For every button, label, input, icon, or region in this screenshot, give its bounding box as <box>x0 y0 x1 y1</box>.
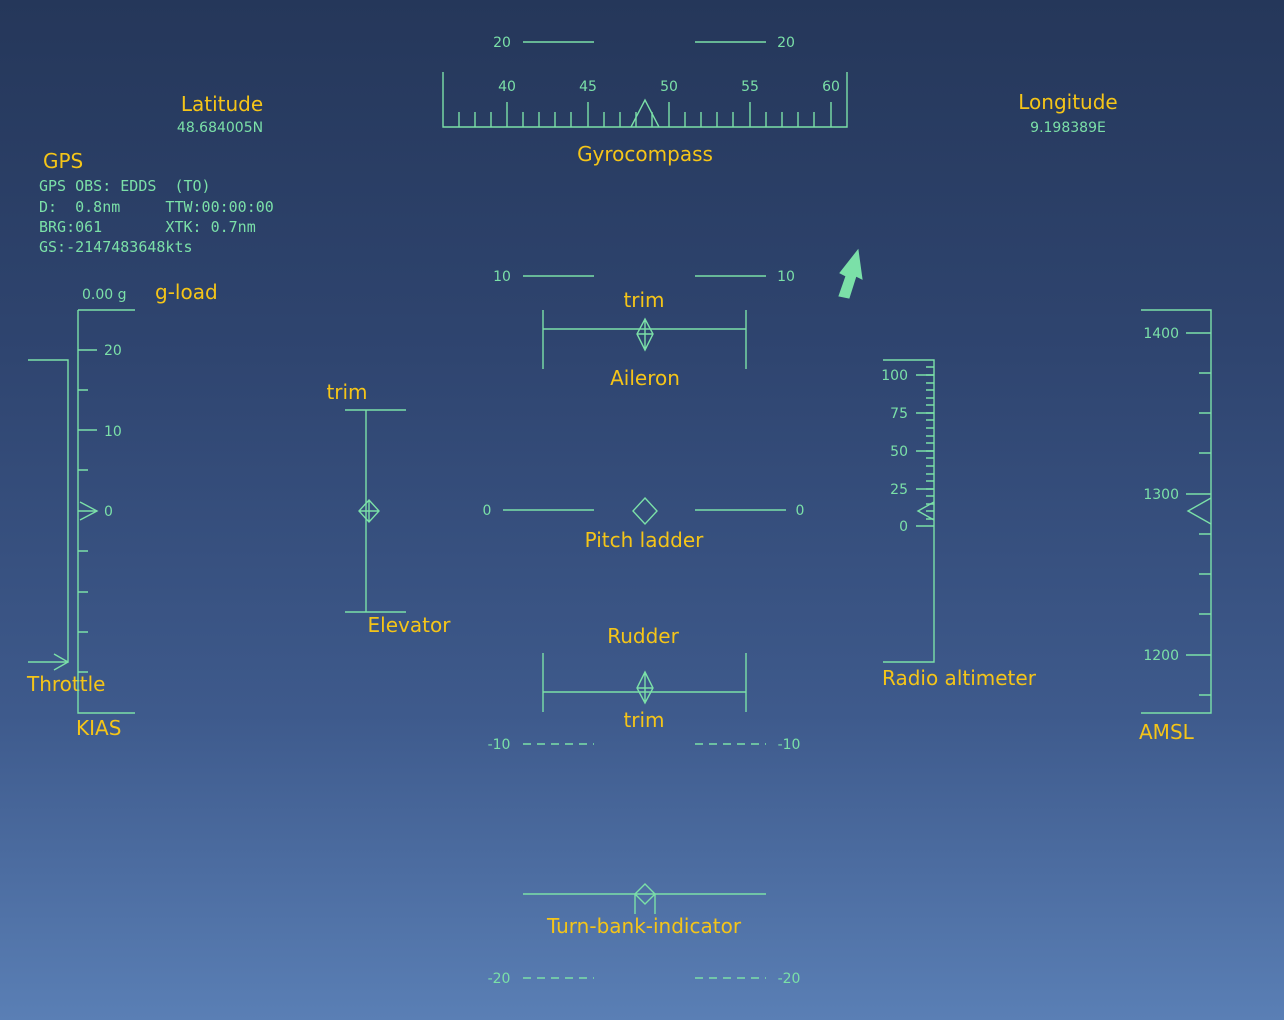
pitch-ladder: 20 20 10 10 0 0 Pitch ladder -10 -10 -20… <box>483 35 805 987</box>
rudder-indicator: Rudder trim <box>542 624 747 732</box>
pitch-label: 20 <box>777 35 795 51</box>
amsl-label: AMSL <box>1139 720 1195 744</box>
gps-label: GPS <box>43 149 83 173</box>
pitch-label: 0 <box>483 503 492 519</box>
compass-tick-label: 50 <box>660 79 678 95</box>
speed-tick-label: 0 <box>104 504 113 520</box>
radio-alt-pointer <box>916 501 935 521</box>
aileron-label: Aileron <box>610 366 680 390</box>
pitch-label: 10 <box>777 269 795 285</box>
compass-tick-label: 45 <box>579 79 597 95</box>
compass-minor-ticks <box>458 102 832 127</box>
pitch-label: -10 <box>488 737 511 753</box>
aileron-trim-label: trim <box>623 288 664 312</box>
rudder-trim-marker <box>636 670 654 705</box>
speed-tick-label: 10 <box>104 424 122 440</box>
elevator-label: Elevator <box>368 613 452 637</box>
elevator-indicator: trim Elevator <box>326 380 451 637</box>
longitude-value: 9.198389E <box>1030 120 1106 136</box>
gps-distance-line: D: 0.8nm TTW:00:00:00 <box>39 198 274 216</box>
heading-pointer <box>630 98 660 128</box>
throttle-label: Throttle <box>26 672 105 696</box>
amsl-tape: 1400 1300 1200 AMSL <box>1139 309 1212 744</box>
radio-alt-tick-label: 50 <box>890 444 908 460</box>
latitude-value: 48.684005N <box>177 120 263 136</box>
turn-bank-indicator: Turn-bank-indicator <box>523 883 766 938</box>
pitch-label: -10 <box>778 737 801 753</box>
pitch-ladder-label: Pitch ladder <box>585 528 705 552</box>
amsl-pointer <box>1186 497 1212 525</box>
turn-bank-ball <box>634 883 656 905</box>
aileron-indicator: trim Aileron <box>542 288 747 390</box>
speed-tape: 0.00 g g-load 20 10 0 KIAS <box>76 280 218 740</box>
arrow-up-icon <box>838 248 863 299</box>
pitch-label: -20 <box>778 971 801 987</box>
aileron-trim-marker <box>636 317 654 352</box>
radio-alt-tick-label: 75 <box>890 406 908 422</box>
amsl-tick-label: 1300 <box>1143 487 1179 503</box>
g-load-value: 0.00 g <box>82 287 127 303</box>
radio-alt-tick-label: 0 <box>899 519 908 535</box>
compass-tick-label: 40 <box>498 79 516 95</box>
speed-tick-label: 20 <box>104 343 122 359</box>
amsl-tick-label: 1200 <box>1143 648 1179 664</box>
speed-pointer <box>79 501 99 521</box>
gps-groundspeed-line: GS:-2147483648kts <box>39 238 193 256</box>
compass-tick-label: 55 <box>741 79 759 95</box>
amsl-tick-label: 1400 <box>1143 326 1179 342</box>
flight-path-marker <box>632 496 658 526</box>
longitude-label: Longitude <box>1018 90 1117 114</box>
pitch-label: 20 <box>493 35 511 51</box>
pitch-label: 0 <box>796 503 805 519</box>
rudder-label: Rudder <box>607 624 679 648</box>
throttle-pointer <box>53 653 69 671</box>
gps-obs-line: GPS OBS: EDDS (TO) <box>39 177 211 195</box>
kias-label: KIAS <box>76 716 121 740</box>
elevator-trim-marker <box>358 498 380 524</box>
compass-tick-label: 60 <box>822 79 840 95</box>
g-load-label: g-load <box>155 280 218 304</box>
gyrocompass-label: Gyrocompass <box>577 142 713 166</box>
elevator-trim-label: trim <box>326 380 367 404</box>
radio-altimeter: 100 75 50 25 0 Radio altimeter <box>881 359 1037 690</box>
throttle-indicator: Throttle <box>26 359 105 696</box>
latitude-label: Latitude <box>181 92 263 116</box>
turn-bank-label: Turn-bank-indicator <box>546 914 742 938</box>
radio-altimeter-label: Radio altimeter <box>882 666 1037 690</box>
pitch-label: 10 <box>493 269 511 285</box>
gyrocompass: 40 45 50 55 60 Gyrocompass <box>442 72 848 166</box>
gps-bearing-line: BRG:061 XTK: 0.7nm <box>39 218 256 236</box>
pitch-label: -20 <box>488 971 511 987</box>
gps-panel: GPS GPS OBS: EDDS (TO) D: 0.8nm TTW:00:0… <box>39 149 274 256</box>
radio-alt-tick-label: 25 <box>890 482 908 498</box>
radio-alt-tick-label: 100 <box>881 368 908 384</box>
rudder-trim-label: trim <box>623 708 664 732</box>
